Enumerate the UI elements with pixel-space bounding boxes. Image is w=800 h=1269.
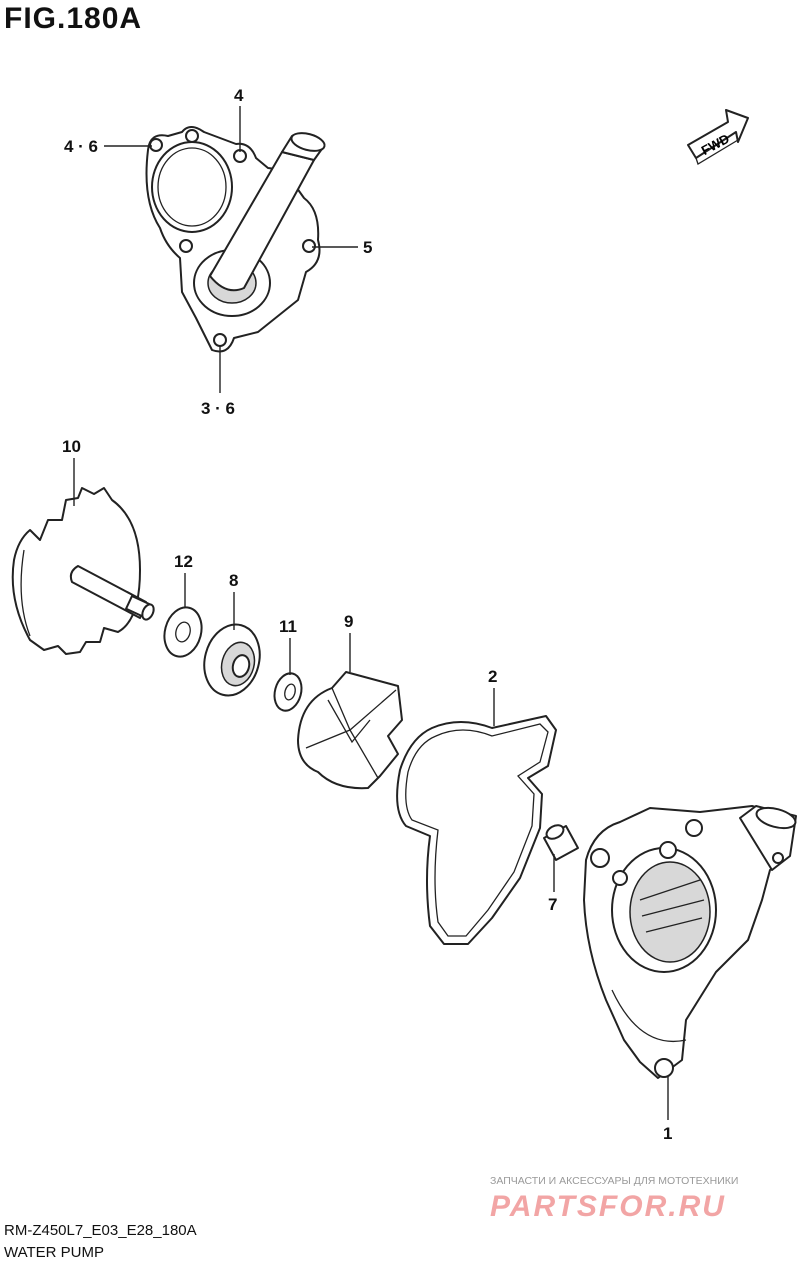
leader-lines xyxy=(73,106,669,1120)
callout-1: 1 xyxy=(663,1124,672,1143)
gasket-part xyxy=(396,715,557,945)
washer-part xyxy=(163,606,203,658)
impeller-shaft-gear-part xyxy=(11,487,155,655)
impeller-part xyxy=(297,671,403,790)
callout-10: 10 xyxy=(62,437,81,456)
diagram-code: RM-Z450L7_E03_E28_180A xyxy=(4,1222,197,1239)
fwd-arrow-icon: FWD xyxy=(687,109,749,165)
callout-11: 11 xyxy=(279,617,297,636)
callout-7: 7 xyxy=(548,895,557,914)
figure-title: FIG.180A xyxy=(4,2,143,35)
callout-12: 12 xyxy=(174,552,193,571)
callout-9: 9 xyxy=(344,612,353,631)
oil-seal-part xyxy=(273,672,303,712)
pump-case-part xyxy=(583,805,797,1079)
callout-3-6: 3 · 6 xyxy=(201,399,235,418)
dowel-pin-part xyxy=(543,824,579,861)
pump-cover-part xyxy=(145,126,326,353)
callout-4: 4 xyxy=(234,86,244,105)
callout-8: 8 xyxy=(229,571,238,590)
watermark-tagline: ЗАПЧАСТИ И АКСЕССУАРЫ ДЛЯ МОТОТЕХНИКИ xyxy=(490,1175,739,1187)
callout-2: 2 xyxy=(488,667,497,686)
mechanical-seal-part xyxy=(203,623,261,697)
watermark-logo: PARTSFOR.RU xyxy=(490,1190,726,1223)
callout-4-6: 4 · 6 xyxy=(64,137,98,156)
diagram-name: WATER PUMP xyxy=(4,1244,104,1261)
callout-5: 5 xyxy=(363,238,372,257)
